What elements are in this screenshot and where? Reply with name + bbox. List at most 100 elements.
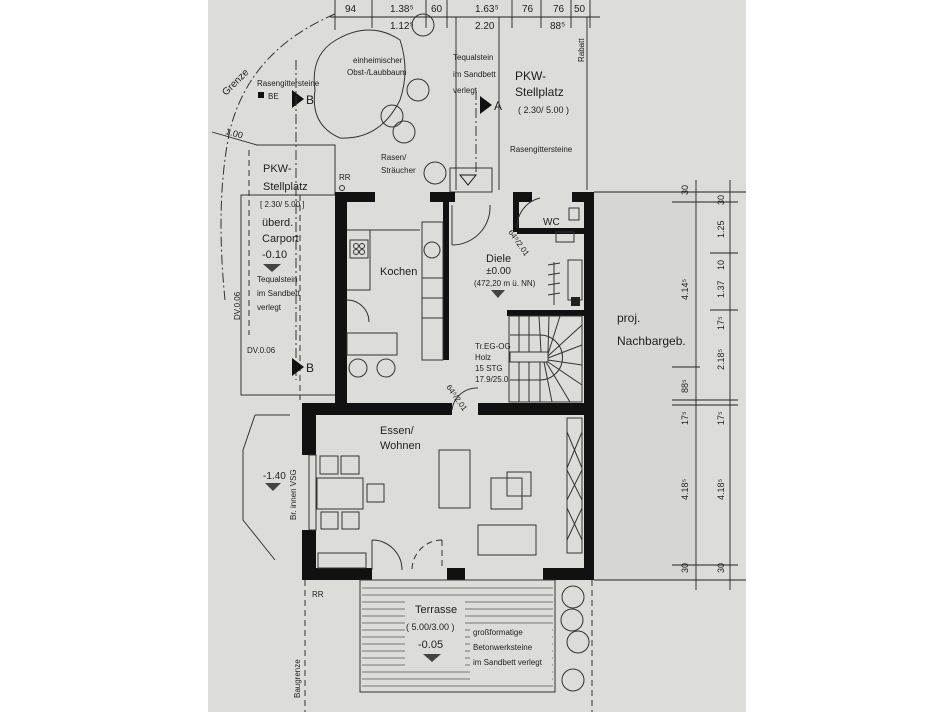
wc-basin-icon — [568, 207, 580, 221]
carport-label-2: Carport — [262, 233, 299, 245]
top-dim-3: 60 — [431, 4, 443, 15]
staircase — [508, 315, 583, 403]
shelf-unit — [566, 417, 583, 554]
tequal-label-2: im Sandbett — [453, 70, 496, 79]
wardrobe-rail — [547, 262, 561, 305]
tequal-label-3: verlegt — [453, 86, 478, 95]
beton-label-2: Betonwerksteine — [473, 643, 533, 652]
floor-plan-sheet: 94 1.38⁵ 60 1.63⁵ 76 76 50 1.12⁵ 2.20 88… — [208, 0, 746, 712]
rr-label-top: RR — [339, 173, 351, 182]
right-dim-inner-5: 4.18⁵ — [680, 478, 690, 500]
carport-label-6: verlegt — [257, 303, 282, 312]
carport-label-3: -0.10 — [262, 249, 287, 261]
top-dim-2: 1.38⁵ — [390, 4, 414, 15]
section-b-arrow-bottom-icon — [292, 358, 304, 376]
shrub-icon — [566, 630, 590, 654]
sink-icon — [423, 241, 441, 259]
bar-stool-icon — [348, 358, 368, 378]
living-door-swing — [451, 387, 479, 411]
be-label: BE — [268, 92, 279, 101]
top-dimension-chain: 94 1.38⁵ 60 1.63⁵ 76 76 50 1.12⁵ 2.20 88… — [330, 0, 600, 32]
side-table — [506, 471, 532, 497]
tree-canopy — [313, 29, 406, 139]
shrub-icon — [561, 668, 585, 692]
right-dim-outer-5: 17⁵ — [716, 316, 726, 330]
garden-bed-outline — [242, 414, 290, 561]
right-dim-inner-4: 17⁵ — [680, 411, 690, 425]
shaft — [567, 259, 583, 301]
right-dim-outer-6: 2.18⁵ — [716, 348, 726, 370]
neighbor-label-1: proj. — [617, 311, 640, 325]
shrub-icon — [392, 120, 416, 144]
terrace-door-swing-right — [411, 539, 443, 571]
stair-label-2: Holz — [475, 353, 491, 362]
house-walls — [302, 192, 594, 580]
kitchen-counter — [347, 229, 371, 291]
entry-door-swing — [451, 204, 491, 246]
be-marker-icon — [258, 92, 264, 98]
shrub-icon — [406, 78, 430, 102]
sideboard — [317, 552, 367, 569]
pkw-right-label-1: PKW- — [515, 69, 546, 83]
pkw-left-label-1: PKW- — [263, 163, 292, 175]
floor-plan-drawing: 94 1.38⁵ 60 1.63⁵ 76 76 50 1.12⁵ 2.20 88… — [211, 0, 746, 712]
carport-label-5: im Sandbett — [257, 289, 300, 298]
garden-level-label: -1.40 — [263, 471, 286, 482]
wc-door-swing — [516, 197, 541, 229]
right-dim-outer-2: 1.25 — [716, 220, 726, 238]
carport-label-1: überd. — [262, 217, 293, 229]
sofa — [477, 524, 537, 556]
armchair-sofa — [438, 449, 471, 509]
shrub-icon — [561, 585, 585, 609]
section-a-arrow-icon — [480, 96, 492, 114]
vsg-label: Br. innen VSG — [289, 469, 298, 520]
dining-set — [316, 455, 385, 530]
top-dim-4: 1.63⁵ — [475, 4, 499, 15]
baum-label-1: einheimischer — [353, 56, 403, 65]
right-dim-inner-2: 4.14⁵ — [680, 278, 690, 300]
right-dim-inner-3: 88⁵ — [680, 379, 690, 393]
kitchen-tall-cabinet — [421, 221, 444, 361]
carport-outline-top — [256, 144, 336, 195]
baugrenze-label: Baugrenze — [293, 659, 302, 698]
stair-label-1: Tr.EG-OG — [475, 342, 511, 351]
toilet-icon — [555, 231, 575, 243]
grenze-dim: 1.00 — [224, 126, 244, 140]
top-dim-6: 76 — [553, 4, 565, 15]
diele-level-marker-icon — [491, 290, 505, 298]
terrace-level-marker-icon — [423, 654, 441, 662]
room-label-wohnen: Wohnen — [380, 440, 421, 452]
top-dim-lower-2: 2.20 — [475, 21, 495, 32]
carport-level-marker-icon — [263, 264, 281, 272]
shrub-icon — [423, 161, 447, 185]
kitchen-island — [346, 332, 398, 356]
dv-vertical-label: DV.0.06 — [233, 291, 242, 320]
pkw-left-label-2: Stellplatz — [263, 181, 308, 193]
rr-label-bottom: RR — [312, 590, 324, 599]
rasen-label-1: Rasen/ — [381, 153, 407, 162]
grenze-label: Grenze — [220, 67, 251, 98]
garden-level-marker-icon — [265, 483, 281, 491]
tequal-label-1: Tequalstein — [453, 53, 493, 62]
diele-altitude: (472,20 m ü. NN) — [474, 279, 536, 288]
neighbor-label-2: Nachbargeb. — [617, 334, 686, 348]
section-b-label-bottom: B — [306, 361, 314, 375]
property-boundary-arc — [220, 13, 336, 301]
terrace-label-3: -0.05 — [418, 639, 443, 651]
carport-label-4: Tequalstein — [257, 275, 297, 284]
shrub-icon — [560, 608, 584, 632]
shrub-icon — [380, 104, 404, 128]
right-dimension-chain: 30 4.14⁵ 88⁵ 17⁵ 4.18⁵ 30 30 1.25 10 1.3… — [594, 180, 746, 590]
door-swing — [346, 299, 370, 323]
right-dim-outer-9: 30 — [716, 563, 726, 573]
baum-label-2: Obst-/Laubbaum — [347, 68, 407, 77]
right-dim-outer-1: 30 — [716, 195, 726, 205]
entry-level-marker-icon — [458, 174, 478, 186]
neighbor-building-area — [594, 192, 696, 580]
pkw-right-label-2: Stellplatz — [515, 85, 564, 99]
section-b-label-top: B — [306, 93, 314, 107]
right-dim-outer-7: 17⁵ — [716, 411, 726, 425]
right-dim-inner-1: 30 — [680, 185, 690, 195]
top-dim-5: 76 — [522, 4, 534, 15]
right-dim-inner-6: 30 — [680, 563, 690, 573]
